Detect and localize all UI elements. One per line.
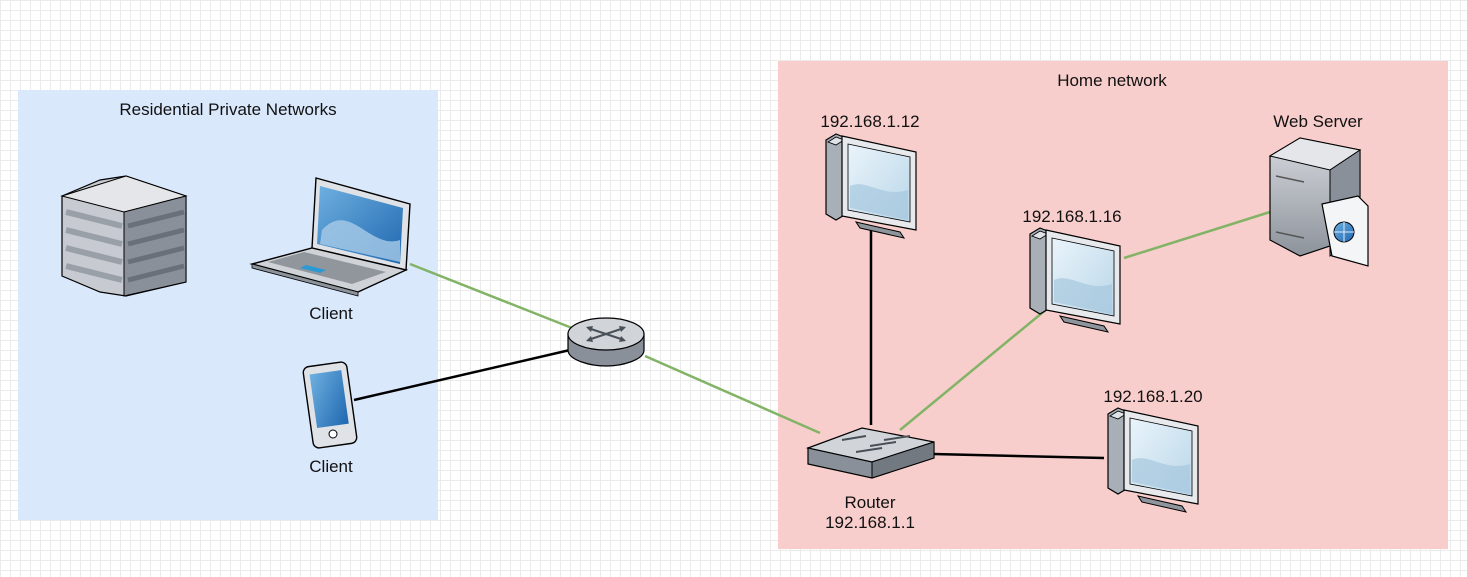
laptop-icon[interactable] xyxy=(249,177,411,297)
desktop-computer-icon[interactable] xyxy=(1029,227,1121,333)
desktop-computer-icon[interactable] xyxy=(825,133,917,239)
residential-networks-group[interactable] xyxy=(18,90,438,520)
residential-group-title: Residential Private Networks xyxy=(119,100,337,119)
web-server-icon[interactable] xyxy=(1268,137,1369,267)
web-server-label: Web Server xyxy=(1273,112,1363,131)
smartphone-icon[interactable] xyxy=(302,361,358,449)
edge-pc16-web-server xyxy=(1123,210,1271,260)
edge-laptop-internet-router xyxy=(409,262,573,330)
edge-phone-internet-router xyxy=(353,348,571,402)
laptop-label: Client xyxy=(309,304,353,323)
pc-12-label: 192.168.1.12 xyxy=(820,112,920,131)
switch-icon[interactable] xyxy=(805,427,935,479)
office-building-icon[interactable] xyxy=(60,175,188,297)
pc-20-label: 192.168.1.20 xyxy=(1103,387,1203,406)
edge-home-router-pc16 xyxy=(899,307,1049,431)
home-router-ip: 192.168.1.1 xyxy=(825,513,915,532)
desktop-computer-icon[interactable] xyxy=(1107,407,1199,513)
edge-internet-router-home-router xyxy=(644,354,821,435)
pc-16-label: 192.168.1.16 xyxy=(1022,207,1122,226)
router-icon[interactable] xyxy=(567,317,645,367)
home-group-title: Home network xyxy=(1057,71,1167,90)
edge-home-router-pc20 xyxy=(932,452,1105,460)
phone-label: Client xyxy=(309,457,353,476)
home-router-label: Router xyxy=(844,493,896,512)
edges xyxy=(353,210,1271,460)
